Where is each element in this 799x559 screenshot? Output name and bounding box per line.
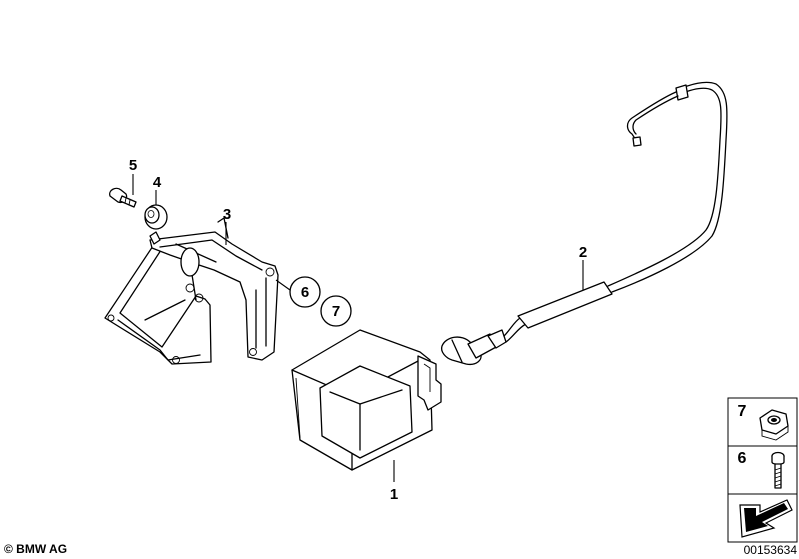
callout-6-circle: 6 <box>289 276 321 308</box>
callout-3: 3 <box>223 206 231 223</box>
arrow-icon <box>739 499 793 538</box>
bracket-part <box>104 217 279 365</box>
legend-number-top: 7 <box>738 403 747 420</box>
diagram-number: 00153634 <box>744 543 798 557</box>
legend-number-bottom: 6 <box>738 450 747 467</box>
callout-6: 6 <box>301 284 309 301</box>
legend-box: 7 6 <box>727 397 798 543</box>
cable-part <box>440 81 728 366</box>
callout-leaders <box>132 174 584 482</box>
callout-1: 1 <box>390 486 398 503</box>
callout-5: 5 <box>129 157 137 174</box>
grommet-part <box>144 204 168 230</box>
nut-icon <box>759 409 789 441</box>
callout-2: 2 <box>579 244 587 261</box>
copyright-text: © BMW AG <box>4 542 67 556</box>
bolt-icon <box>771 451 785 489</box>
callout-7: 7 <box>332 303 340 320</box>
screw-part <box>109 187 137 208</box>
control-unit-part <box>291 329 442 471</box>
callout-7-circle: 7 <box>320 295 352 327</box>
callout-4: 4 <box>153 174 162 191</box>
